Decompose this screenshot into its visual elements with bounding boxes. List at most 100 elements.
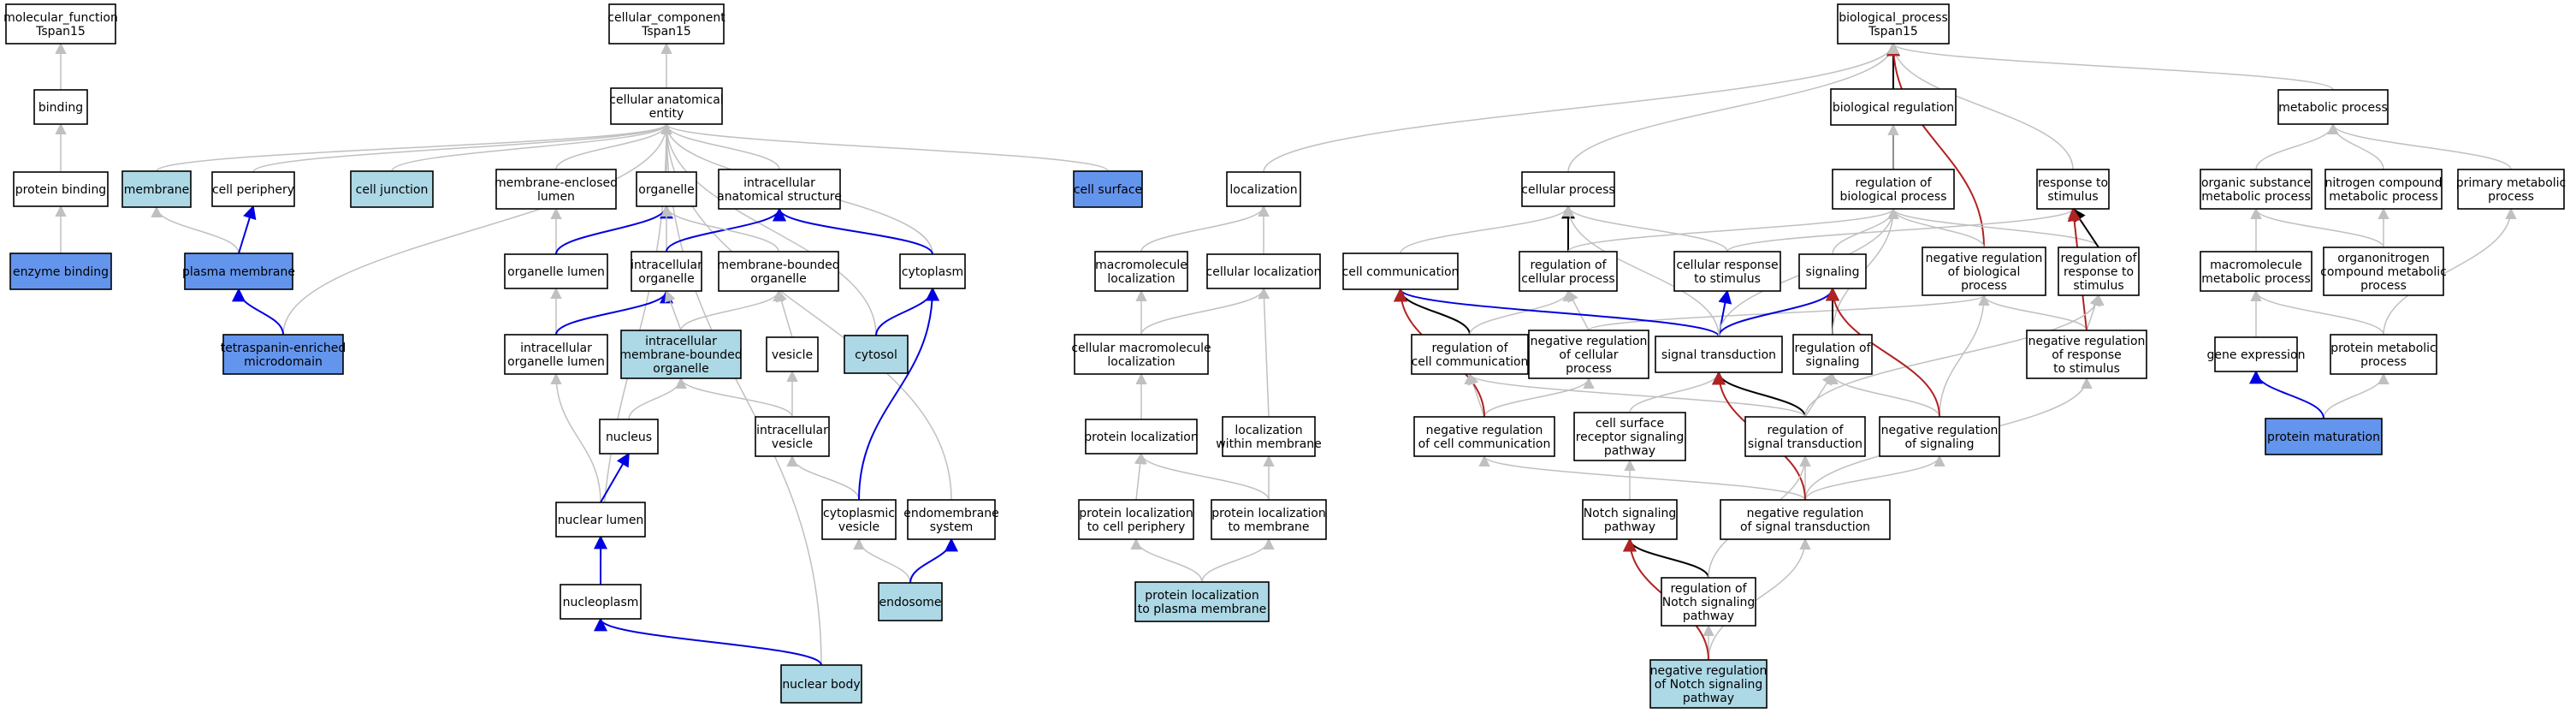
go-term-nucleus[interactable]: nucleus <box>599 419 659 455</box>
go-term-box[interactable] <box>33 89 88 125</box>
go-term-box[interactable] <box>2323 247 2444 296</box>
go-term-ge[interactable]: gene expression <box>2207 336 2306 372</box>
go-term-box[interactable] <box>2324 169 2443 210</box>
go-term-box[interactable] <box>1519 251 1618 292</box>
go-term-plasma-membrane[interactable]: plasma membrane <box>182 253 295 290</box>
go-term-box[interactable] <box>2058 247 2140 296</box>
go-term-box[interactable] <box>766 336 819 372</box>
go-term-box[interactable] <box>2036 169 2110 210</box>
go-term-box[interactable] <box>211 171 295 207</box>
go-term-cytosol[interactable]: cytosol <box>844 335 909 374</box>
go-term-box[interactable] <box>350 170 434 208</box>
go-term-box[interactable] <box>121 170 192 208</box>
go-term-endosome[interactable]: endosome <box>878 582 943 621</box>
go-term-box[interactable] <box>1411 334 1529 375</box>
go-term-membrane[interactable]: membrane <box>121 170 192 208</box>
go-term-box[interactable] <box>1673 251 1781 292</box>
go-term-box[interactable] <box>504 334 608 375</box>
go-term-box[interactable] <box>1085 419 1198 455</box>
go-term-box[interactable] <box>2026 330 2147 379</box>
go-term-box[interactable] <box>899 253 966 289</box>
go-term-box[interactable] <box>1837 3 1950 45</box>
go-term-box[interactable] <box>1744 416 1866 457</box>
go-term-box[interactable] <box>2200 251 2312 292</box>
go-term-box[interactable] <box>2457 169 2565 210</box>
go-term-box[interactable] <box>631 251 702 292</box>
go-term-box[interactable] <box>2277 89 2389 125</box>
go-term-box[interactable] <box>1211 499 1327 540</box>
go-term-nucleoplasm[interactable]: nucleoplasm <box>560 584 642 620</box>
go-term-cell-junction[interactable]: cell junction <box>350 170 434 208</box>
go-term-box[interactable] <box>495 169 617 210</box>
go-term-box[interactable] <box>2265 418 2383 455</box>
go-term-box[interactable] <box>1073 170 1143 208</box>
go-term-metabolic-process[interactable]: metabolic process <box>2277 89 2389 125</box>
go-term-st[interactable]: signal transduction <box>1655 336 1783 373</box>
go-term-box[interactable] <box>1922 247 2046 296</box>
go-term-box[interactable] <box>620 330 742 379</box>
go-term-localization[interactable]: localization <box>1226 171 1301 207</box>
go-term-pl[interactable]: protein localization <box>1084 419 1199 455</box>
go-term-box[interactable] <box>9 253 112 290</box>
go-term-box[interactable] <box>608 3 725 45</box>
go-term-box[interactable] <box>1582 499 1678 540</box>
go-term-box[interactable] <box>560 584 642 620</box>
go-term-box[interactable] <box>2330 334 2437 375</box>
go-term-cell-comm[interactable]: cell communication <box>1342 253 1460 290</box>
go-term-box[interactable] <box>1792 334 1873 375</box>
go-term-box[interactable] <box>1879 416 2000 457</box>
go-term-box[interactable] <box>1413 416 1555 457</box>
go-term-nuclear-body[interactable]: nuclear body <box>780 664 862 704</box>
go-term-box[interactable] <box>1832 169 1955 210</box>
go-term-box[interactable] <box>755 416 830 457</box>
go-term-box[interactable] <box>1226 171 1301 207</box>
go-term-signaling[interactable]: signaling <box>1798 253 1867 289</box>
go-term-box[interactable] <box>610 87 723 125</box>
go-term-box[interactable] <box>1830 88 1957 126</box>
go-term-cell-surface[interactable]: cell surface <box>1073 170 1143 208</box>
go-term-box[interactable] <box>1720 499 1891 540</box>
go-term-box[interactable] <box>718 251 839 292</box>
go-term-box[interactable] <box>1206 253 1321 289</box>
go-term-box[interactable] <box>1342 253 1459 290</box>
go-term-box[interactable] <box>878 582 943 621</box>
go-term-box[interactable] <box>821 499 897 540</box>
go-term-enzyme-binding[interactable]: enzyme binding <box>9 253 112 290</box>
go-term-pm[interactable]: protein maturation <box>2265 418 2383 455</box>
go-term-box[interactable] <box>1528 330 1649 379</box>
go-term-protein-binding[interactable]: protein binding <box>13 171 109 207</box>
go-term-cytoplasm[interactable]: cytoplasm <box>899 253 966 289</box>
